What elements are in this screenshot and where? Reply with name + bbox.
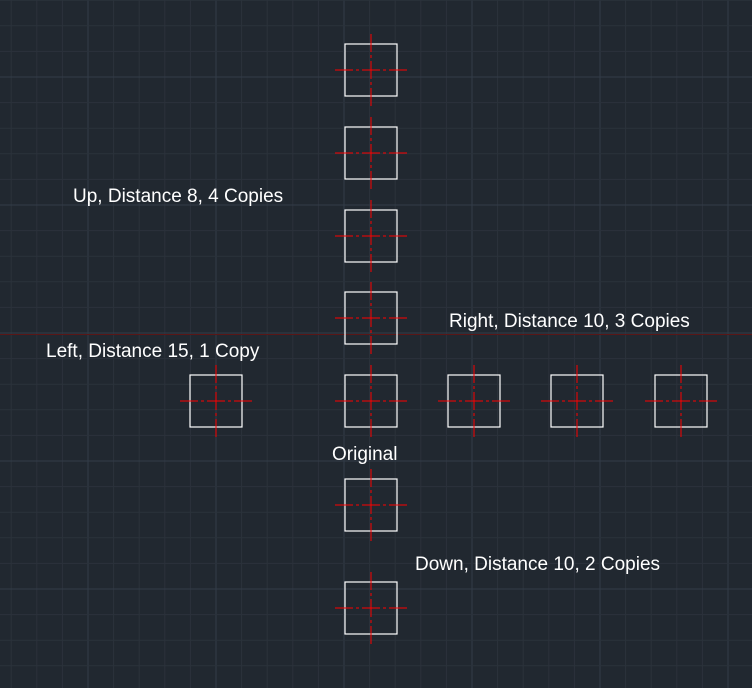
label-original: Original <box>332 444 398 465</box>
label-up: Up, Distance 8, 4 Copies <box>73 186 284 207</box>
label-right: Right, Distance 10, 3 Copies <box>449 311 690 332</box>
label-down: Down, Distance 10, 2 Copies <box>415 554 661 575</box>
label-left: Left, Distance 15, 1 Copy <box>46 341 260 362</box>
